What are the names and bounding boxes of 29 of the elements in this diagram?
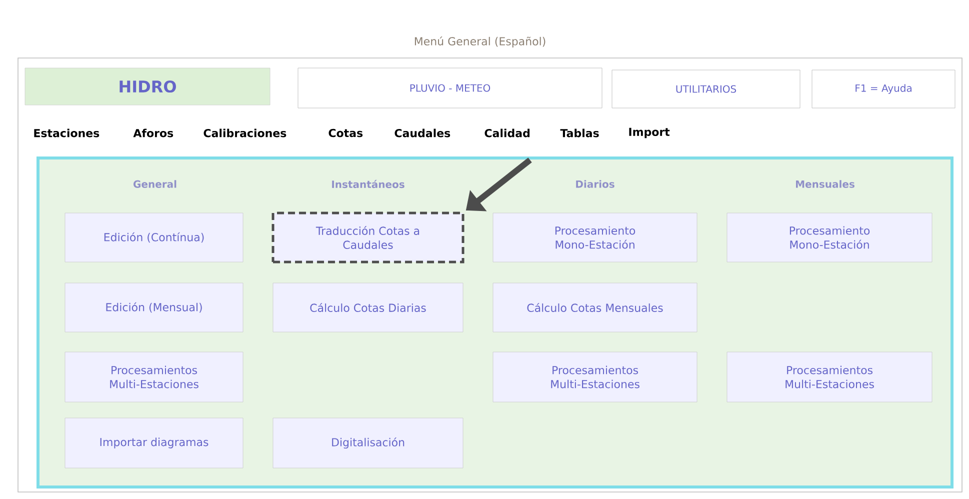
column-heading: Mensuales bbox=[796, 180, 854, 188]
menu-item: Tablas bbox=[560, 128, 599, 138]
menu-button: Procesamiento Mono-Estación bbox=[492, 212, 698, 262]
menu-item: Calibraciones bbox=[204, 128, 286, 138]
tab-button: PLUVIO - METEO bbox=[298, 68, 602, 108]
menu-button: Procesamientos Multi-Estaciones bbox=[726, 352, 932, 402]
menu-item: Estaciones bbox=[34, 128, 100, 138]
menu-button: Digitalisación bbox=[272, 418, 464, 468]
column-heading: Instantáneos bbox=[332, 180, 404, 188]
window-title: Menú General (Español) bbox=[414, 36, 546, 48]
menu-button: Edición (Contínua) bbox=[64, 212, 244, 262]
menu-button: Procesamientos Multi-Estaciones bbox=[64, 352, 244, 402]
menu-button: Procesamiento Mono-Estación bbox=[726, 212, 932, 262]
menu-button: Edición (Mensual) bbox=[64, 282, 244, 332]
menu-item: Aforos bbox=[133, 128, 174, 138]
menu-item: Import bbox=[629, 128, 670, 138]
menu-button: Cálculo Cotas Diarias bbox=[272, 282, 464, 332]
column-heading: General bbox=[134, 180, 176, 188]
highlighted-button: Traducción Cotas a Caudales bbox=[272, 212, 464, 264]
tab-button: HIDRO bbox=[24, 68, 270, 106]
menu-button: Importar diagramas bbox=[64, 418, 244, 468]
menu-item: Calidad bbox=[484, 128, 530, 138]
tab-button: F1 = Ayuda bbox=[812, 70, 956, 108]
column-heading: Diarios bbox=[576, 180, 614, 188]
menu-button: Procesamientos Multi-Estaciones bbox=[492, 352, 698, 402]
tab-button: UTILITARIOS bbox=[612, 70, 800, 108]
menu-button: Cálculo Cotas Mensuales bbox=[492, 282, 698, 332]
menu-item: Caudales bbox=[394, 128, 450, 138]
menu-item: Cotas bbox=[328, 128, 363, 138]
